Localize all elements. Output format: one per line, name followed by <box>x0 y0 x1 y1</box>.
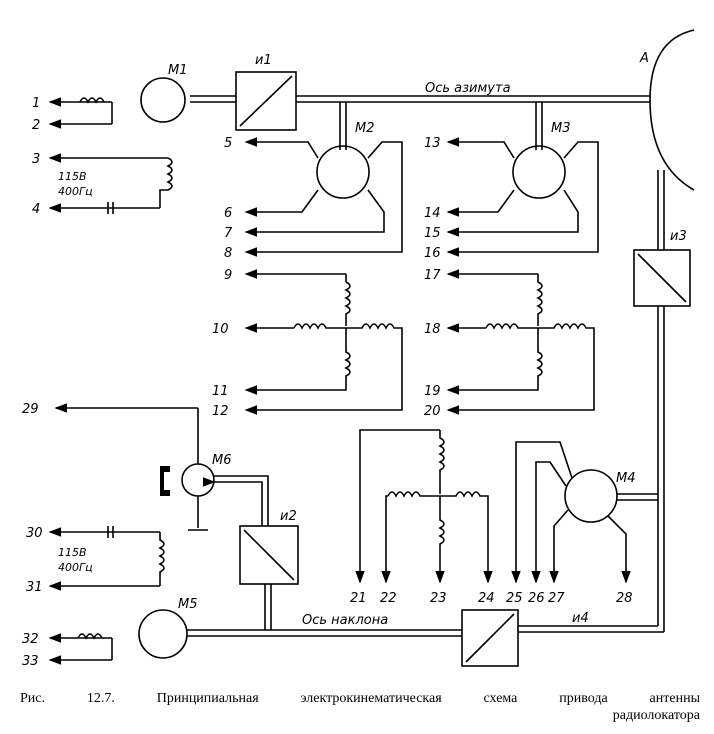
terminal-21: 21 <box>350 591 367 606</box>
supply-top-freq: 400Гц <box>58 185 93 198</box>
caption-word: Рис. <box>20 691 45 706</box>
transmitter-i3-label: и3 <box>670 229 687 244</box>
azimuth-shaft: Ось азимута <box>190 81 650 150</box>
terminal-4: 4 <box>32 202 40 217</box>
tilt-shaft: Ось наклона <box>187 613 664 637</box>
terminal-28: 28 <box>616 591 633 606</box>
terminal-8: 8 <box>224 246 232 261</box>
coil-group-21-24: 21 22 23 24 <box>350 429 495 606</box>
caption-line-2: радиолокатора <box>612 708 700 723</box>
terminal-29: 29 <box>22 402 39 417</box>
terminal-33: 33 <box>22 654 39 669</box>
caption-word: электрокинематическая <box>300 691 442 706</box>
caption-word: Принципиальная <box>156 691 259 706</box>
terminal-27: 27 <box>548 591 565 606</box>
motor-m4: M4 25 26 27 28 <box>506 441 658 606</box>
supply-bottom: 30 31 115В 400Гц <box>26 526 165 595</box>
transmitter-i2: и2 <box>239 509 299 630</box>
motor-m3: M3 13 14 15 16 <box>424 121 599 261</box>
terminal-17: 17 <box>424 268 441 283</box>
coil-group-9-12: 9 10 11 12 <box>212 268 403 419</box>
terminal-15: 15 <box>424 226 441 241</box>
motor-m2-label: M2 <box>355 121 375 136</box>
transmitter-i4: и4 <box>461 609 589 667</box>
terminal-16: 16 <box>424 246 441 261</box>
caption-word: привода <box>559 691 608 706</box>
terminal-2: 2 <box>32 118 40 133</box>
terminal-7: 7 <box>224 226 233 241</box>
motor-m4-label: M4 <box>616 471 636 486</box>
figure-caption: Рис. 12.7. Принципиальная электрокинемат… <box>20 690 700 724</box>
terminal-3: 3 <box>32 152 40 167</box>
terminal-20: 20 <box>424 404 441 419</box>
caption-word: схема <box>483 691 518 706</box>
coil-terminals-1-2: 1 2 <box>32 96 113 133</box>
motor-m6-label: M6 <box>212 453 232 468</box>
transmitter-i2-label: и2 <box>280 509 297 524</box>
motor-m5: M5 <box>138 597 198 659</box>
antenna-reflector: A <box>639 29 695 191</box>
caption-line-1: Рис. 12.7. Принципиальная электрокинемат… <box>20 690 700 707</box>
terminal-10: 10 <box>212 322 229 337</box>
transmitter-i3: и3 <box>633 170 691 632</box>
terminal-22: 22 <box>380 591 397 606</box>
caption-word: 12.7. <box>86 691 115 706</box>
coil-terminals-32-33: 32 33 <box>22 632 113 669</box>
motor-m1-label: M1 <box>168 63 188 78</box>
terminal-31: 31 <box>26 580 43 595</box>
motor-m2: M2 5 6 7 8 <box>224 121 403 261</box>
transmitter-i4-label: и4 <box>572 611 589 626</box>
terminal-6: 6 <box>224 206 232 221</box>
supply-top: 3 4 115В 400Гц <box>32 152 173 217</box>
terminal-25: 25 <box>506 591 523 606</box>
supply-bottom-freq: 400Гц <box>58 561 93 574</box>
motor-m6: M6 29 <box>22 402 269 531</box>
terminal-9: 9 <box>224 268 232 283</box>
motor-m3-label: M3 <box>551 121 571 136</box>
transmitter-i1-label: и1 <box>255 53 272 68</box>
terminal-18: 18 <box>424 322 441 337</box>
tilt-axis-label: Ось наклона <box>302 613 388 628</box>
terminal-26: 26 <box>528 591 545 606</box>
terminal-14: 14 <box>424 206 441 221</box>
supply-bottom-voltage: 115В <box>58 546 87 559</box>
terminal-24: 24 <box>478 591 495 606</box>
supply-top-voltage: 115В <box>58 170 87 183</box>
motor-m1: M1 <box>140 63 188 123</box>
azimuth-axis-label: Ось азимута <box>425 81 511 96</box>
terminal-13: 13 <box>424 136 441 151</box>
coil-group-17-20: 17 18 19 20 <box>424 268 595 419</box>
terminal-1: 1 <box>32 96 40 111</box>
terminal-23: 23 <box>430 591 447 606</box>
terminal-11: 11 <box>212 384 229 399</box>
terminal-32: 32 <box>22 632 39 647</box>
terminal-19: 19 <box>424 384 441 399</box>
caption-word: антенны <box>649 691 700 706</box>
antenna-label: A <box>639 51 649 66</box>
terminal-12: 12 <box>212 404 229 419</box>
transmitter-i1: и1 <box>235 53 297 131</box>
terminal-5: 5 <box>224 136 232 151</box>
motor-m5-label: M5 <box>178 597 198 612</box>
terminal-30: 30 <box>26 526 43 541</box>
